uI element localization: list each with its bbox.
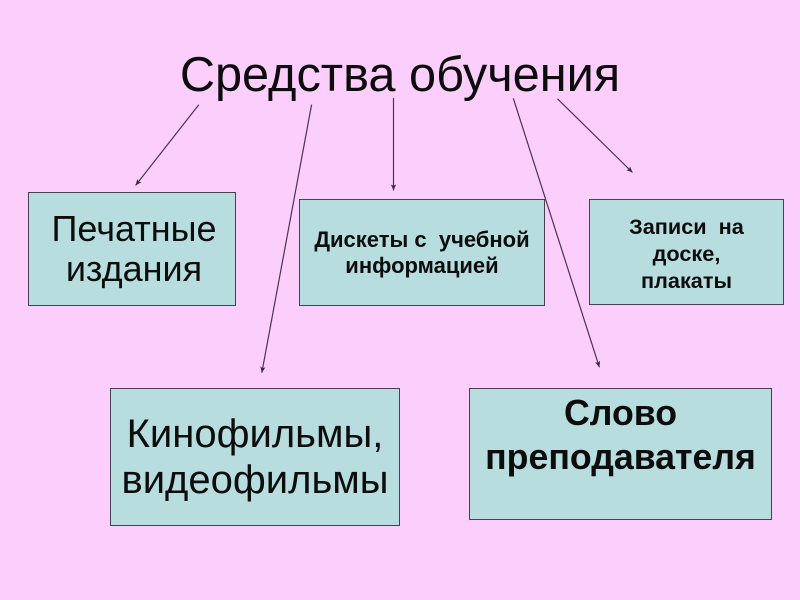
node-diskettes: Дискеты с учебной информацией bbox=[299, 199, 545, 306]
arrow-title-to-printed-icon bbox=[135, 104, 200, 186]
node-films-videos: Кинофильмы, видеофильмы bbox=[110, 388, 400, 526]
node-printed-editions: Печатные издания bbox=[28, 192, 236, 306]
arrow-title-to-teacher-icon bbox=[512, 98, 601, 368]
slide-title: Средства обучения bbox=[179, 48, 621, 102]
arrow-title-to-board-icon bbox=[557, 98, 633, 173]
node-board-posters: Записи на доске, плакаты bbox=[589, 199, 784, 305]
node-teacher-word: Слово преподавателя bbox=[469, 388, 772, 520]
arrow-title-to-films-icon bbox=[260, 104, 313, 373]
